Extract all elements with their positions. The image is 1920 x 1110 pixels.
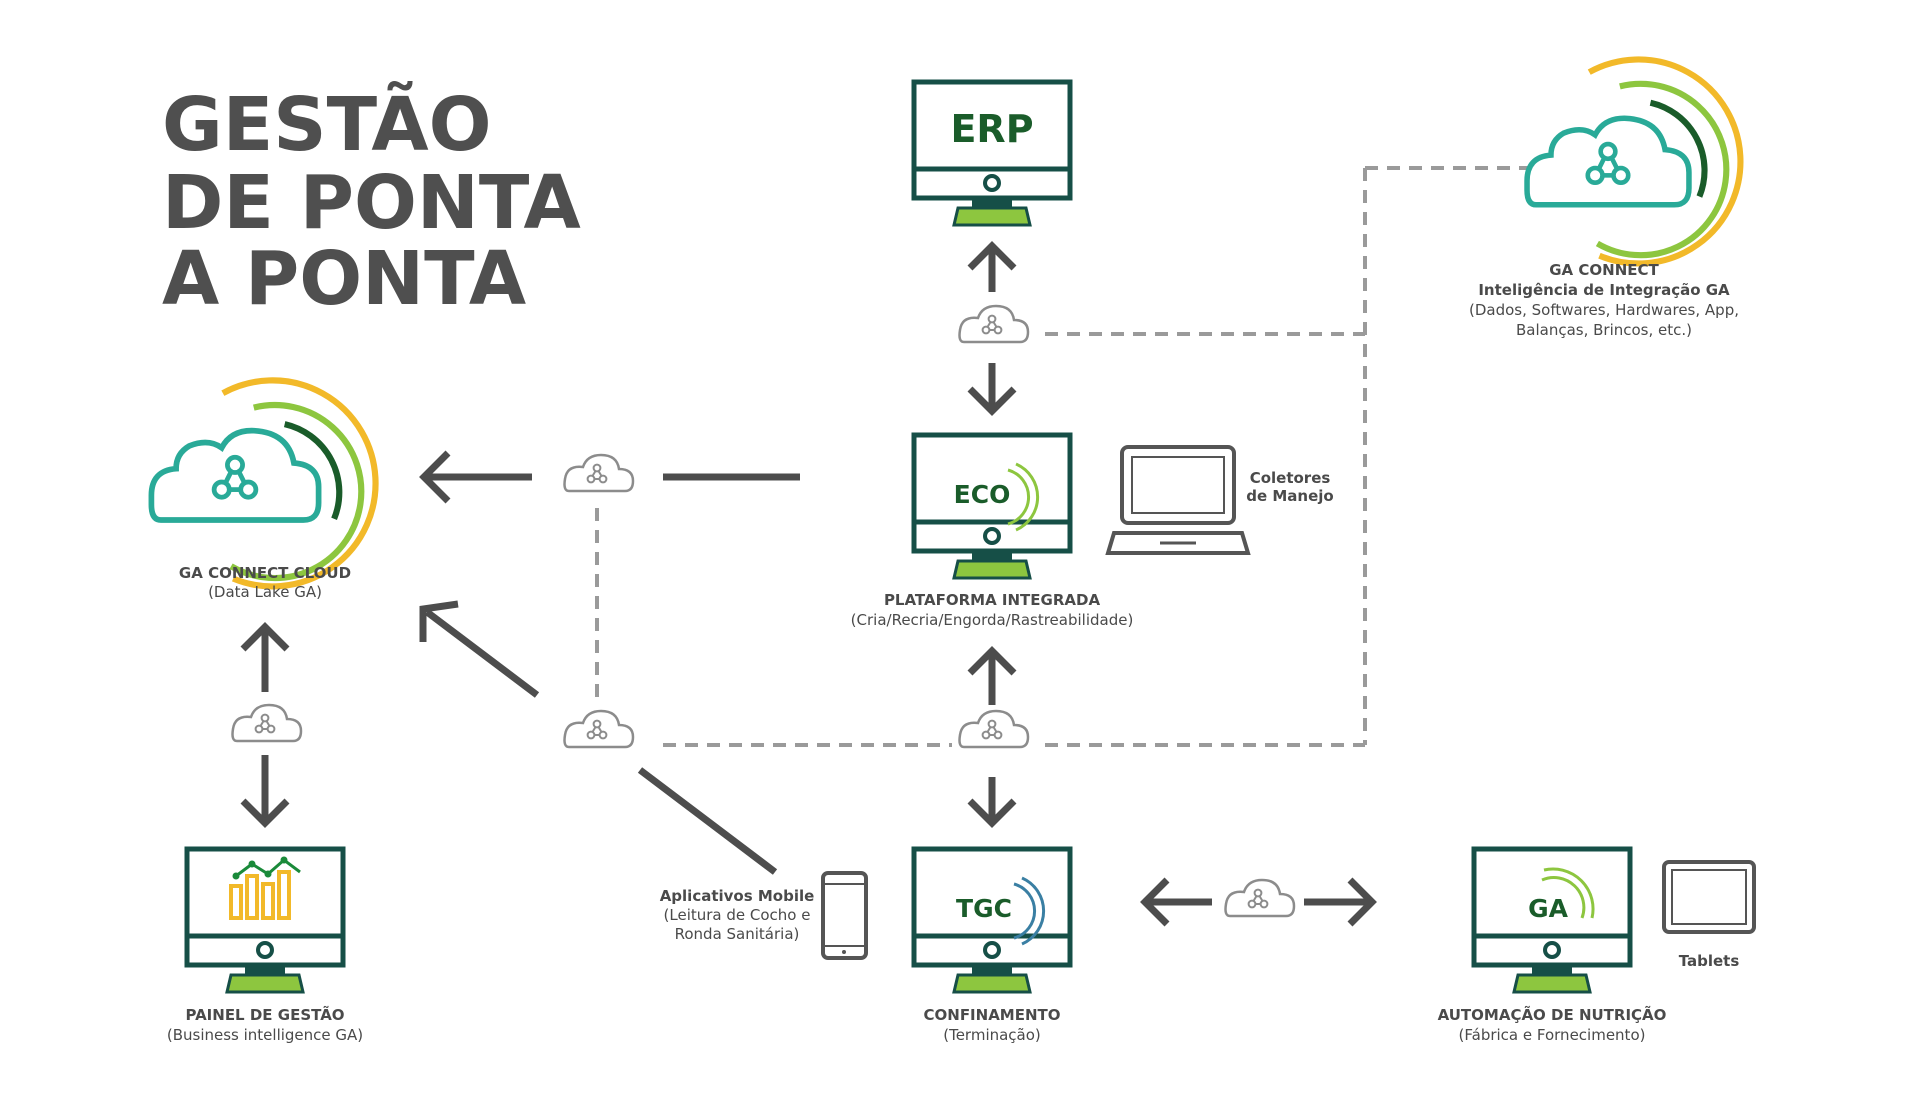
eco-monitor: ECO PLATAFORMA INTEGRADA (Cria/Recria/En…: [851, 435, 1134, 629]
ga-nutricao-label: AUTOMAÇÃO DE NUTRIÇÃO: [1438, 1005, 1667, 1024]
tgc-screen-text: TGC: [956, 894, 1012, 923]
ga-connect-cloud-icon: [1527, 118, 1689, 205]
bar-chart-icon: [229, 870, 291, 920]
arrowhead-up-eco: [967, 646, 1017, 676]
arrowhead-down-tgc: [967, 798, 1017, 828]
mobile-label-2: (Leitura de Cocho e: [664, 906, 811, 924]
laptop-icon: [1120, 445, 1236, 525]
coletores-label-1: Coletores: [1250, 469, 1331, 487]
cloud-icon-eco-bottom: [958, 709, 1030, 749]
line-mobile: [637, 767, 778, 875]
connect-cloud-icon: [151, 431, 318, 520]
painel-label: PAINEL DE GESTÃO: [185, 1005, 344, 1024]
erp-monitor-frame: [914, 82, 1070, 225]
title-line-3: A PONTA: [162, 236, 526, 322]
arrowhead-down-painel: [240, 798, 290, 828]
tgc-monitor: TGC CONFINAMENTO (Terminação): [914, 849, 1070, 1044]
arrowhead-up-cloud-left: [240, 622, 290, 652]
ga-arc-icon-2: [1543, 867, 1595, 919]
ga-connect-label-2: Inteligência de Integração GA: [1478, 281, 1730, 299]
arrowhead-right-ga: [1347, 877, 1377, 927]
cloud-sublabel: (Data Lake GA): [208, 583, 322, 601]
tgc-arc-icon-2: [1021, 876, 1046, 946]
arrowhead-down-eco: [967, 386, 1017, 416]
main-title: GESTÃO DE PONTA A PONTA: [162, 80, 581, 322]
coletores-label-2: de Manejo: [1246, 487, 1333, 505]
ga-arc-icon: [1541, 876, 1586, 919]
eco-arc-icon: [1007, 468, 1031, 526]
cloud-icon-left-top: [563, 453, 635, 493]
arrowhead-left-tgc: [1140, 877, 1170, 927]
ga-connect-label-4: Balanças, Brincos, etc.): [1516, 321, 1692, 339]
ga-nutricao-sublabel: (Fábrica e Fornecimento): [1459, 1026, 1646, 1044]
ga-connect-cloud-node: GA CONNECT CLOUD (Data Lake GA): [151, 380, 375, 601]
ga-connect-node: GA CONNECT Inteligência de Integração GA…: [1469, 59, 1740, 339]
arrowhead-diagonal-cloud: [419, 600, 459, 642]
tablet-node: Tablets: [1662, 860, 1756, 970]
title-line-2: DE PONTA: [162, 160, 581, 246]
ga-nutricao-monitor: GA AUTOMAÇÃO DE NUTRIÇÃO (Fábrica e Forn…: [1438, 849, 1667, 1044]
dashed-connectors: [595, 166, 1530, 747]
phone-icon: [821, 871, 868, 960]
arrow-diagonal-cloud: [424, 609, 540, 698]
laptop-coletores: Coletores de Manejo: [1105, 445, 1334, 555]
mobile-label-3: Ronda Sanitária): [675, 925, 800, 943]
cloud-label: GA CONNECT CLOUD: [179, 564, 351, 582]
eco-screen-text: ECO: [954, 480, 1011, 509]
ga-screen-text: GA: [1528, 894, 1569, 923]
ga-connect-label: GA CONNECT: [1549, 261, 1659, 279]
painel-sublabel: (Business intelligence GA): [167, 1026, 363, 1044]
arrowhead-up-erp: [967, 241, 1017, 271]
painel-monitor: PAINEL DE GESTÃO (Business intelligence …: [167, 849, 363, 1044]
tablets-label: Tablets: [1679, 952, 1740, 970]
cloud-icon-left-bottom: [563, 709, 635, 749]
mobile-label-1: Aplicativos Mobile: [660, 887, 815, 905]
arrows: [240, 241, 1377, 927]
ga-connect-label-3: (Dados, Softwares, Hardwares, App,: [1469, 301, 1739, 319]
cloud-icon-painel: [231, 703, 303, 743]
eco-sublabel: (Cria/Recria/Engorda/Rastreabilidade): [851, 611, 1134, 629]
title-line-1: GESTÃO: [162, 80, 492, 168]
tgc-sublabel: (Terminação): [943, 1026, 1041, 1044]
cloud-icon-tgc-ga: [1224, 878, 1296, 918]
eco-label: PLATAFORMA INTEGRADA: [884, 591, 1101, 609]
arrowhead-left-cloud: [419, 450, 451, 504]
cloud-icon-erp: [958, 304, 1030, 344]
tablet-icon: [1662, 860, 1756, 934]
erp-monitor: ERP: [914, 82, 1070, 225]
eco-arc-icon-2: [1015, 462, 1040, 532]
tgc-label: CONFINAMENTO: [923, 1006, 1060, 1024]
mobile-apps: Aplicativos Mobile (Leitura de Cocho e R…: [660, 871, 868, 960]
tgc-arc-icon: [1013, 882, 1037, 940]
erp-screen-text: ERP: [950, 107, 1033, 151]
